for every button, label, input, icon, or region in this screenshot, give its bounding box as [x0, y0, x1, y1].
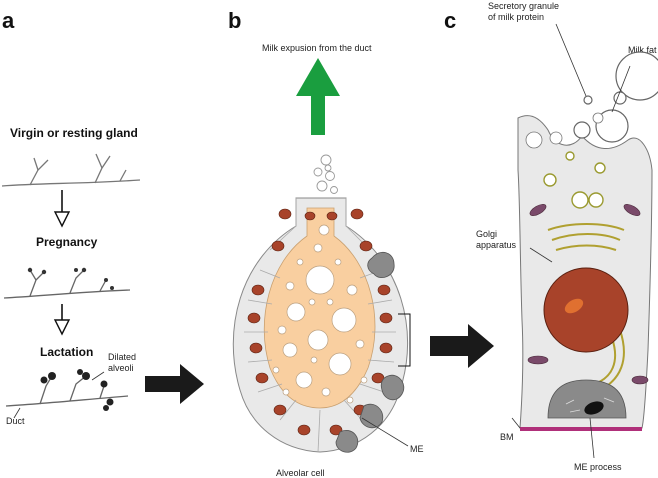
golgi-label-line1: Golgi — [476, 229, 497, 239]
fat-label-line1: Milk fat — [628, 45, 657, 55]
myoepithelial-cells — [335, 251, 405, 453]
milk-expulsion-label: Milk expusion from the duct — [262, 43, 372, 53]
milk-fat-droplets — [573, 51, 658, 143]
arrow-down-1 — [53, 190, 71, 228]
dilated-label-line1: Dilated — [108, 352, 136, 362]
panel-a-letter: a — [2, 8, 15, 33]
panel-c-letter: c — [444, 8, 456, 33]
milk-expulsion-arrow — [296, 58, 340, 135]
panel-b-letter: b — [228, 8, 241, 33]
microvilli — [525, 112, 604, 149]
arrow-a-to-b — [145, 364, 204, 404]
me-process-label: ME process — [574, 462, 622, 472]
myoepithelial-process — [547, 379, 627, 419]
golgi-label-line2: apparatus — [476, 240, 517, 250]
alveolus — [232, 197, 409, 453]
stage-pregnancy-label: Pregnancy — [36, 235, 98, 249]
cell-nucleus — [543, 267, 629, 353]
pregnancy-duct-drawing — [3, 269, 131, 299]
panel-b: b Milk expusion from the duct — [228, 8, 494, 478]
panel-c: c Secretory granule of milk protein Milk… — [444, 1, 658, 472]
bm-label: BM — [500, 432, 514, 442]
arrow-b-to-c — [430, 324, 494, 368]
secretory-label-line2: of milk protein — [488, 12, 544, 22]
mitochondria — [527, 204, 649, 385]
lactation-alveoli — [40, 369, 114, 411]
stage-virgin-label: Virgin or resting gland — [10, 126, 138, 140]
pregnancy-buds — [27, 267, 114, 290]
duct-label: Duct — [6, 416, 25, 426]
me-label: ME — [410, 444, 424, 454]
panel-a: a Virgin or resting gland Pregnancy — [1, 8, 204, 426]
secretory-label-line1: Secretory granule — [488, 1, 559, 11]
arrow-down-2 — [53, 304, 71, 336]
alveolar-cell-label: Alveolar cell — [276, 468, 325, 478]
cell-bracket — [398, 313, 411, 367]
virgin-duct-drawing — [1, 153, 141, 187]
stage-lactation-label: Lactation — [40, 345, 93, 359]
secretory-granules — [543, 151, 606, 209]
milk-bubbles — [313, 154, 338, 194]
dilated-label-line2: alveoli — [108, 363, 134, 373]
